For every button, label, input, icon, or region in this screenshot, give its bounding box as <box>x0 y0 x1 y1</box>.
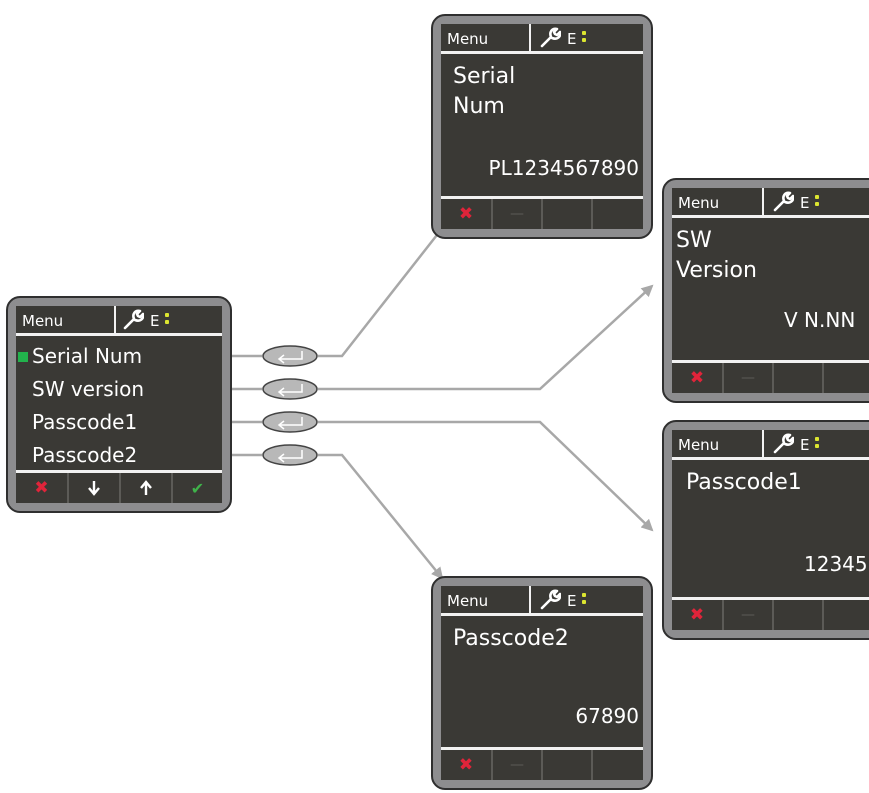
screen-title-line2: Version <box>676 258 757 283</box>
passcode2-value: 67890 <box>575 704 639 728</box>
menu-item-passcode2[interactable]: Passcode2 <box>32 443 138 467</box>
close-icon: ✖ <box>689 605 705 625</box>
dash-icon: — <box>741 370 755 386</box>
cancel-button[interactable]: ✖ <box>16 473 67 503</box>
screen-title-line2: Num <box>453 94 505 119</box>
enter-key-passcode1 <box>262 411 318 433</box>
status-dots-icon <box>582 593 586 607</box>
wrench-icon <box>773 191 794 212</box>
blank-softkey[interactable] <box>593 199 643 229</box>
screen-title-line1: SW <box>676 228 712 253</box>
serial-num-device: Menu E Serial Num PL1234567890 ✖ — <box>431 14 653 239</box>
header-bar: Menu E <box>441 586 643 616</box>
arrow-up-icon <box>140 480 152 495</box>
status-label: E <box>800 194 810 212</box>
dash-icon: — <box>510 757 524 773</box>
enter-key-serial <box>262 345 318 367</box>
up-button[interactable] <box>121 473 171 503</box>
blank-softkey[interactable] <box>774 600 822 630</box>
screen-title-line1: Serial <box>453 64 516 89</box>
status-label: E <box>800 436 810 454</box>
sw-version-device: Menu E SW Version V N.NN ✖ — <box>662 178 869 403</box>
wrench-icon <box>773 433 794 454</box>
arrow-to-serial <box>318 224 446 358</box>
selection-cursor <box>18 352 28 362</box>
softkey-bar: ✖ — <box>672 360 869 393</box>
blank-softkey[interactable]: — <box>724 363 772 393</box>
main-menu-screen: Menu E Serial Num SW version Passcode1 P… <box>16 306 222 503</box>
serial-num-screen: Menu E Serial Num PL1234567890 ✖ — <box>441 24 643 229</box>
header-divider <box>529 586 531 613</box>
enter-key-passcode2 <box>262 444 318 466</box>
menu-item-passcode1[interactable]: Passcode1 <box>32 410 138 434</box>
arrow-to-passcode1 <box>318 420 654 532</box>
menu-label: Menu <box>447 30 489 48</box>
header-bar: Menu E <box>16 306 222 336</box>
enter-key-sw <box>262 378 318 400</box>
header-bar: Menu E <box>672 430 869 460</box>
close-icon: ✖ <box>34 478 49 498</box>
passcode1-value: 12345 <box>804 552 868 576</box>
blank-softkey[interactable]: — <box>493 199 541 229</box>
confirm-button[interactable]: ✔ <box>173 473 222 503</box>
sw-version-screen: Menu E SW Version V N.NN ✖ — <box>672 188 869 393</box>
cancel-button[interactable]: ✖ <box>441 750 491 780</box>
blank-softkey[interactable] <box>543 750 591 780</box>
menu-label: Menu <box>678 436 720 454</box>
header-bar: Menu E <box>672 188 869 218</box>
header-bar: Menu E <box>441 24 643 54</box>
blank-softkey[interactable] <box>593 750 643 780</box>
sw-version-value: V N.NN <box>784 308 856 332</box>
passcode2-screen: Menu E Passcode2 67890 ✖ — <box>441 586 643 780</box>
dash-icon: — <box>510 206 524 222</box>
header-divider <box>114 306 116 333</box>
softkey-bar: ✖ ✔ <box>16 470 222 503</box>
menu-item-serial-num[interactable]: Serial Num <box>32 344 143 368</box>
close-icon: ✖ <box>689 368 705 388</box>
close-icon: ✖ <box>458 204 474 224</box>
softkey-bar: ✖ — <box>441 747 643 780</box>
wrench-icon <box>540 589 561 610</box>
cancel-button[interactable]: ✖ <box>441 199 491 229</box>
screen-title-line1: Passcode1 <box>686 470 802 495</box>
arrow-to-passcode2 <box>318 453 444 580</box>
status-dots-icon <box>815 437 819 451</box>
passcode2-device: Menu E Passcode2 67890 ✖ — <box>431 576 653 790</box>
cancel-button[interactable]: ✖ <box>672 363 722 393</box>
arrow-to-sw <box>318 284 654 391</box>
status-label: E <box>567 592 577 610</box>
serial-number-value: PL1234567890 <box>488 156 639 180</box>
down-button[interactable] <box>69 473 119 503</box>
menu-label: Menu <box>22 312 64 330</box>
passcode1-device: Menu E Passcode1 12345 ✖ — <box>662 420 869 640</box>
blank-softkey[interactable]: — <box>493 750 541 780</box>
status-label: E <box>567 30 577 48</box>
menu-label: Menu <box>447 592 489 610</box>
menu-label: Menu <box>678 194 720 212</box>
cancel-button[interactable]: ✖ <box>672 600 722 630</box>
dash-icon: — <box>741 607 755 623</box>
passcode1-screen: Menu E Passcode1 12345 ✖ — <box>672 430 869 630</box>
softkey-bar: ✖ — <box>672 597 869 630</box>
close-icon: ✖ <box>458 755 474 775</box>
wrench-icon <box>540 27 561 48</box>
status-label: E <box>150 312 160 330</box>
blank-softkey[interactable] <box>543 199 591 229</box>
arrow-down-icon <box>88 481 100 496</box>
main-menu-device: Menu E Serial Num SW version Passcode1 P… <box>6 296 232 513</box>
header-divider <box>762 430 764 457</box>
status-dots-icon <box>815 195 819 209</box>
check-icon: ✔ <box>190 478 205 498</box>
status-dots-icon <box>582 31 586 45</box>
screen-title-line1: Passcode2 <box>453 626 569 651</box>
blank-softkey[interactable]: — <box>724 600 772 630</box>
wrench-icon <box>123 309 144 330</box>
softkey-bar: ✖ — <box>441 196 643 229</box>
header-divider <box>762 188 764 215</box>
menu-item-sw-version[interactable]: SW version <box>32 377 145 401</box>
blank-softkey[interactable] <box>774 363 822 393</box>
header-divider <box>529 24 531 51</box>
status-dots-icon <box>165 313 169 327</box>
